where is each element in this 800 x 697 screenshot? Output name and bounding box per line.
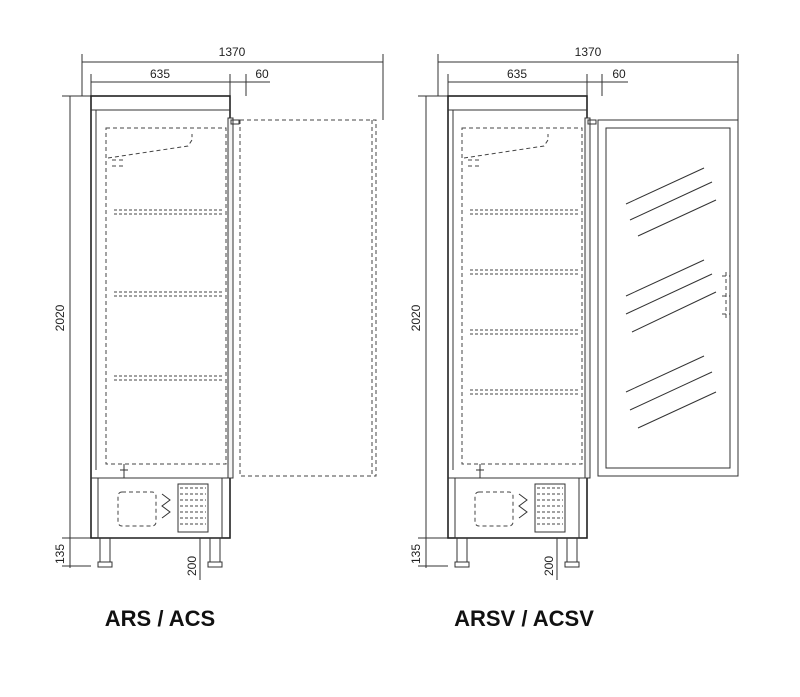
dim-width-total: 1370 xyxy=(81,45,384,120)
cabinet-body xyxy=(90,95,240,539)
dim-height-base: 135 xyxy=(53,537,100,568)
dim-height-legs: 200 xyxy=(542,538,558,580)
dim-height-base: 135 xyxy=(409,537,456,568)
dim-label-height-total: 2020 xyxy=(409,304,423,331)
dim-label-height-total: 2020 xyxy=(53,304,67,331)
dim-width-body: 635 xyxy=(90,67,231,96)
caption-arsv-acsv: ARSV / ACSV xyxy=(454,606,594,631)
dim-label-height-base: 135 xyxy=(409,544,423,564)
legs xyxy=(97,537,223,568)
dim-label-width-body: 635 xyxy=(150,67,170,81)
unit-ars-acs: 1370 635 60 2020 135 xyxy=(53,45,384,631)
shelves xyxy=(470,209,580,395)
shelves xyxy=(114,209,224,381)
dim-height-legs: 200 xyxy=(185,538,201,580)
door-open-outline xyxy=(239,119,377,477)
dim-label-height-base: 135 xyxy=(53,544,67,564)
glass-door-open xyxy=(597,119,739,477)
dim-width-door: 60 xyxy=(587,67,628,96)
dim-label-width-body: 635 xyxy=(507,67,527,81)
machine-compartment xyxy=(97,477,223,539)
dim-width-body: 635 xyxy=(447,67,588,96)
dim-height-total: 2020 xyxy=(409,95,448,567)
dim-label-width-door: 60 xyxy=(255,67,269,81)
dim-height-total: 2020 xyxy=(53,95,91,567)
dim-label-height-legs: 200 xyxy=(185,556,199,576)
unit-arsv-acsv: 1370 635 60 2020 135 xyxy=(409,45,739,631)
machine-compartment xyxy=(454,477,580,539)
dim-width-total: 1370 xyxy=(437,45,739,120)
dim-label-width-door: 60 xyxy=(612,67,626,81)
cabinet-body xyxy=(447,95,597,539)
dim-width-door: 60 xyxy=(230,67,270,96)
caption-ars-acs: ARS / ACS xyxy=(105,606,215,631)
dim-label-width-total: 1370 xyxy=(219,45,246,59)
dim-label-height-legs: 200 xyxy=(542,556,556,576)
dim-label-width-total: 1370 xyxy=(575,45,602,59)
legs xyxy=(454,537,580,568)
